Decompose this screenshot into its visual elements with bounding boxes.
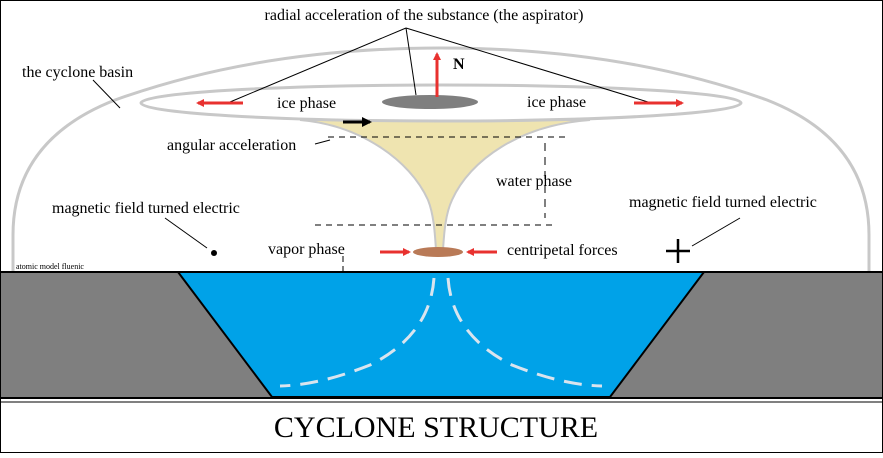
- dot-icon: [211, 250, 217, 256]
- basin-pointer-line: [92, 79, 121, 109]
- angular-acceleration-label: angular acceleration: [167, 137, 296, 154]
- aspirator-disc: [382, 95, 478, 109]
- ice-phase-right-label: ice phase: [527, 94, 586, 111]
- pointer-line-right: [405, 27, 649, 103]
- diagram-title: CYCLONE STRUCTURE: [274, 411, 598, 444]
- atomic-model-label: atomic model fluenic: [16, 262, 84, 271]
- magnetic-left-label: magnetic field turned electric: [52, 200, 240, 217]
- magnetic-pointer-left: [164, 217, 208, 249]
- radial-acceleration-label: radial acceleration of the substance (th…: [265, 7, 584, 24]
- pointer-line-center: [405, 27, 417, 96]
- vapor-core-disc: [413, 247, 463, 257]
- flow-curve-right: [446, 277, 603, 388]
- ice-phase-left-label: ice phase: [277, 95, 336, 112]
- cyclone-basin-label: the cyclone basin: [22, 64, 133, 81]
- magnetic-right-label: magnetic field turned electric: [629, 194, 817, 211]
- pointer-line-left: [229, 27, 407, 103]
- flow-curve-left: [279, 277, 436, 388]
- magnetic-pointer-right: [691, 217, 741, 247]
- water-basin: [175, 271, 707, 398]
- plus-icon: [666, 239, 690, 263]
- centripetal-forces-label: centripetal forces: [507, 242, 618, 259]
- north-label: N: [453, 56, 465, 73]
- water-phase-label: water phase: [496, 173, 572, 190]
- angular-pointer-line: [314, 139, 331, 145]
- cyclone-basin-dome: [11, 46, 871, 272]
- vapor-phase-label: vapor phase: [268, 241, 345, 258]
